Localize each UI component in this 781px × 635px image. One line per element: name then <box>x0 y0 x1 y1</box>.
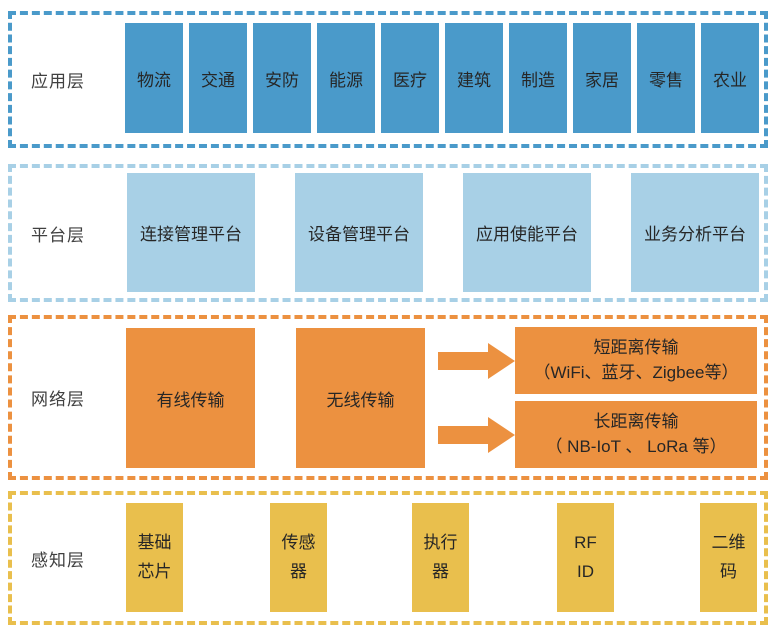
branch-long-range-title: 长距离传输 <box>593 411 679 431</box>
perception-box-line1: 基础 <box>137 533 172 553</box>
network-branch-long-range: 长距离传输 （ NB-IoT 、 LoRa 等） <box>515 401 757 468</box>
layer-application: 应用层 物流 交通 安防 能源 医疗 建筑 制造 家居 零售 农业 <box>8 11 768 148</box>
layer-perception-label: 感知层 <box>31 550 85 570</box>
perception-box-line1: 执行 <box>423 533 458 553</box>
app-box-transport: 交通 <box>189 23 247 133</box>
platform-boxes: 连接管理平台 设备管理平台 应用使能平台 业务分析平台 <box>127 173 759 292</box>
branch-short-range-title: 短距离传输 <box>593 337 679 357</box>
network-branch-short-range: 短距离传输 （WiFi、蓝牙、Zigbee等） <box>515 327 757 394</box>
perception-box-line1: 二维 <box>711 533 746 553</box>
perception-box-line2: 码 <box>720 561 737 581</box>
platform-box-app-enablement: 应用使能平台 <box>463 173 591 292</box>
perception-box-qrcode: 二维 码 <box>700 503 757 612</box>
platform-box-device-mgmt: 设备管理平台 <box>295 173 423 292</box>
arrow-right-icon <box>438 417 515 453</box>
app-box-manufacturing: 制造 <box>509 23 567 133</box>
perception-box-line2: 器 <box>290 561 307 581</box>
layer-network: 网络层 有线传输 无线传输 短距离传输 （WiFi、蓝牙、Zigbee等） 长距… <box>8 315 768 480</box>
perception-box-line1: RF <box>574 533 597 553</box>
perception-box-line2: 芯片 <box>137 561 172 581</box>
app-box-agriculture: 农业 <box>701 23 759 133</box>
perception-box-basic-chip: 基础 芯片 <box>126 503 183 612</box>
branch-short-range-detail: （WiFi、蓝牙、Zigbee等） <box>533 362 739 382</box>
network-box-wireless: 无线传输 <box>296 328 425 468</box>
platform-box-connection-mgmt: 连接管理平台 <box>127 173 255 292</box>
network-box-wired: 有线传输 <box>126 328 255 468</box>
layer-platform: 平台层 连接管理平台 设备管理平台 应用使能平台 业务分析平台 <box>8 164 768 302</box>
app-box-home: 家居 <box>573 23 631 133</box>
layer-network-label: 网络层 <box>31 390 85 409</box>
application-boxes: 物流 交通 安防 能源 医疗 建筑 制造 家居 零售 农业 <box>125 23 759 133</box>
perception-box-rfid: RF ID <box>557 503 614 612</box>
layer-perception: 感知层 基础 芯片 传感 器 执行 器 RF ID 二维 码 <box>8 491 768 625</box>
app-box-medical: 医疗 <box>381 23 439 133</box>
layer-platform-label: 平台层 <box>31 225 85 245</box>
perception-box-line2: ID <box>577 561 594 581</box>
app-box-energy: 能源 <box>317 23 375 133</box>
app-box-construction: 建筑 <box>445 23 503 133</box>
app-box-logistics: 物流 <box>125 23 183 133</box>
perception-box-actuator: 执行 器 <box>412 503 469 612</box>
layer-application-label: 应用层 <box>31 72 85 91</box>
app-box-security: 安防 <box>253 23 311 133</box>
platform-box-business-analysis: 业务分析平台 <box>631 173 759 292</box>
perception-box-line1: 传感 <box>281 533 316 553</box>
perception-box-line2: 器 <box>432 561 449 581</box>
perception-box-sensor: 传感 器 <box>270 503 327 612</box>
arrow-right-icon <box>438 343 515 379</box>
app-box-retail: 零售 <box>637 23 695 133</box>
branch-long-range-detail: （ NB-IoT 、 LoRa 等） <box>545 436 727 456</box>
